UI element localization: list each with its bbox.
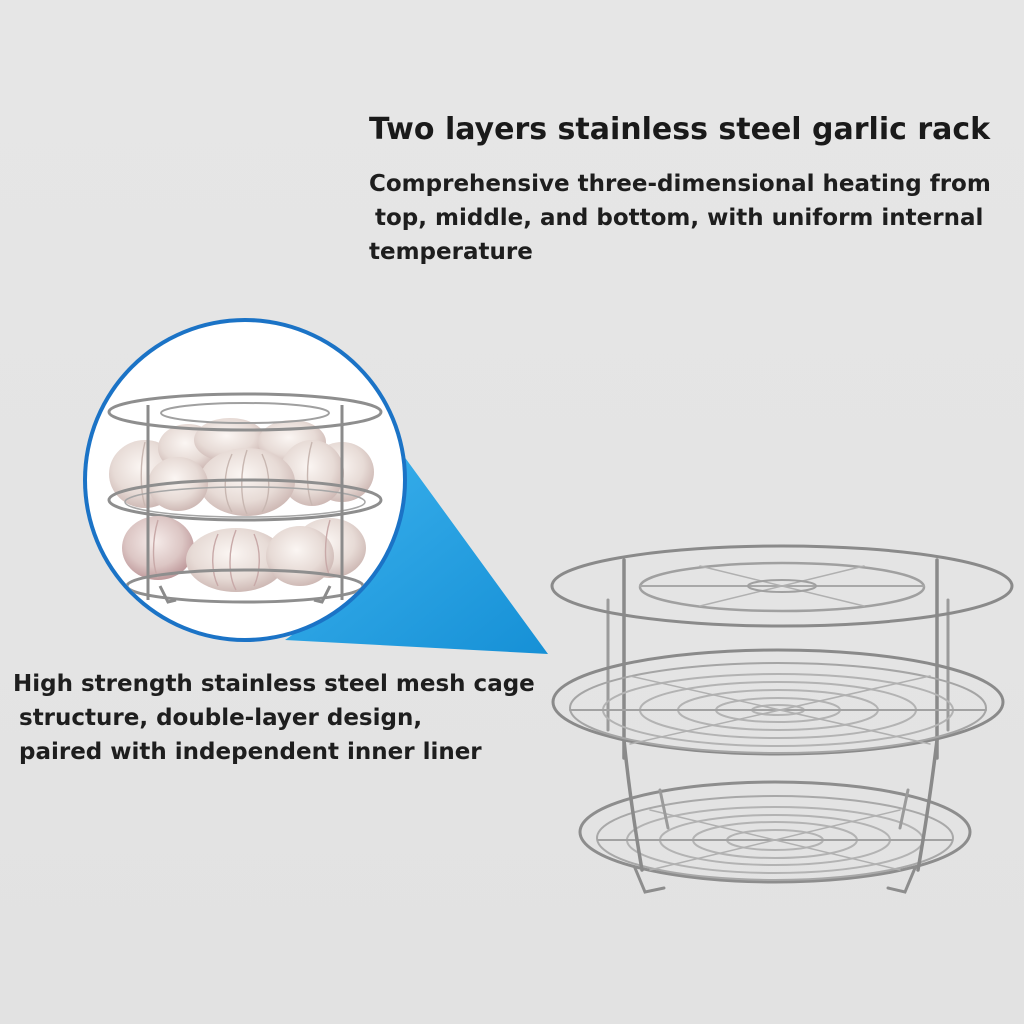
heating-description-line: Comprehensive three-dimensional heating … bbox=[369, 171, 991, 197]
garlic-bulbs-lower bbox=[122, 516, 366, 592]
zoom-inset bbox=[83, 318, 407, 642]
structure-description-line: paired with independent inner liner bbox=[19, 739, 482, 765]
structure-description-line: High strength stainless steel mesh cage bbox=[13, 671, 535, 697]
structure-description: High strength stainless steel mesh cage … bbox=[13, 667, 535, 769]
heating-description-line: top, middle, and bottom, with uniform in… bbox=[375, 205, 984, 231]
rack-top-ring bbox=[550, 544, 1014, 628]
product-headline: Two layers stainless steel garlic rack bbox=[369, 112, 991, 147]
heating-description: Comprehensive three-dimensional heating … bbox=[369, 167, 1024, 269]
rack-middle-tier bbox=[551, 648, 1005, 756]
steel-rack bbox=[550, 544, 1014, 894]
heating-description-line: temperature bbox=[369, 239, 533, 265]
structure-description-line: structure, double-layer design, bbox=[19, 705, 423, 731]
rack-bottom-tier bbox=[578, 780, 972, 894]
